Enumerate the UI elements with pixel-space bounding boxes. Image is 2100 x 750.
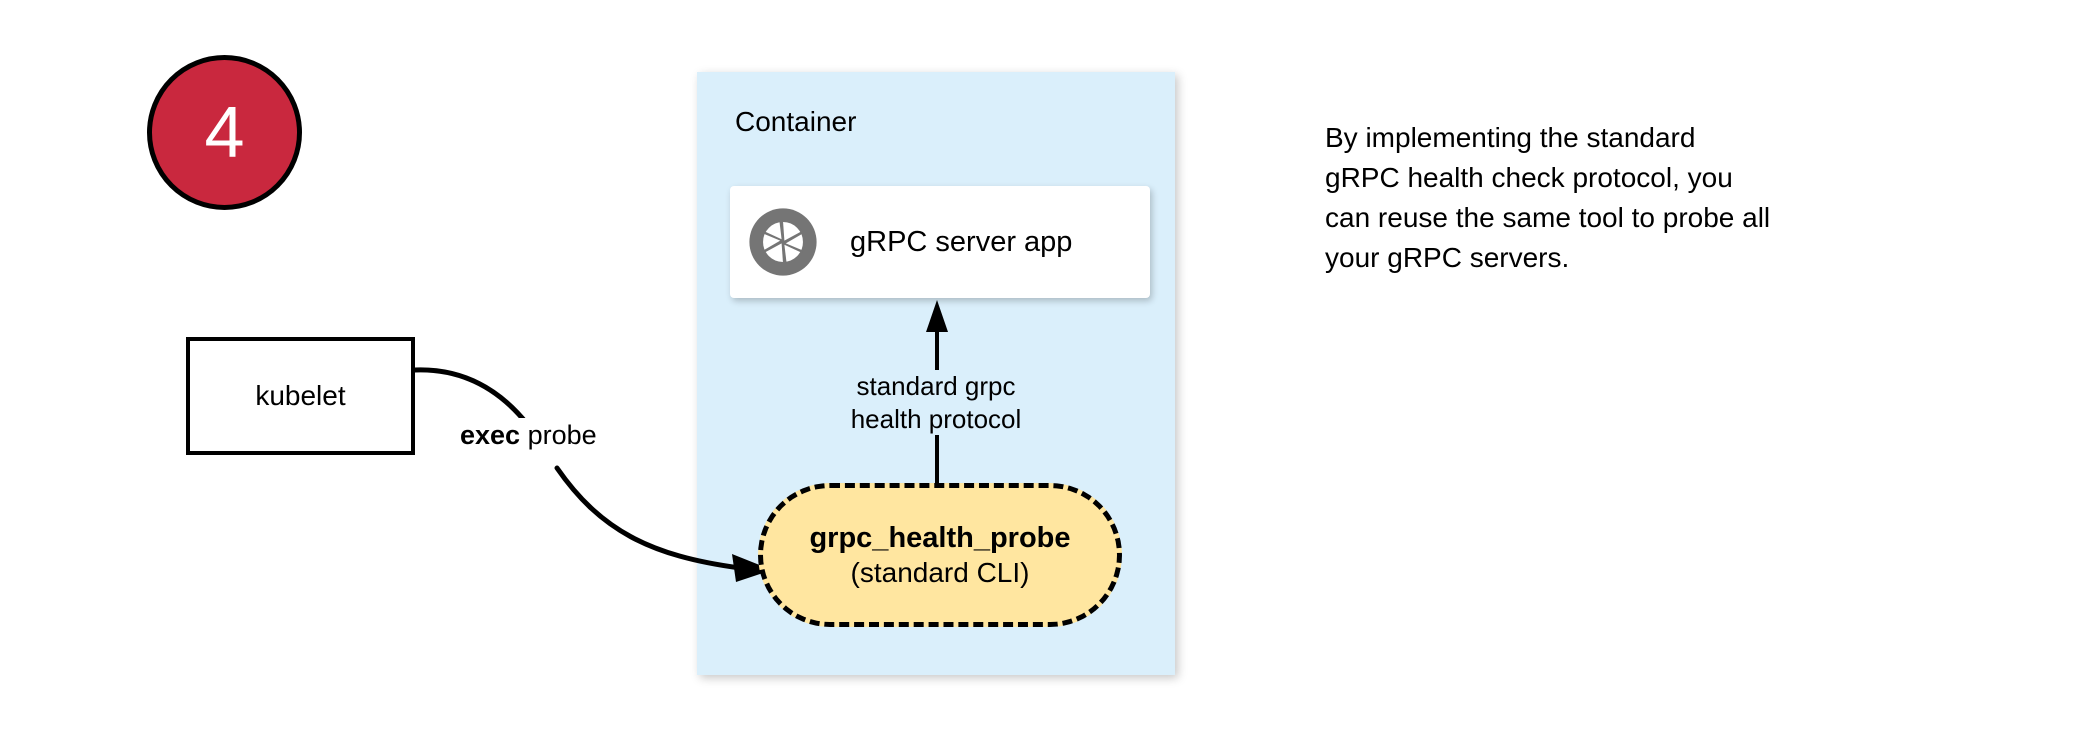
grpc-health-probe-box: grpc_health_probe (standard CLI) <box>758 483 1122 627</box>
exec-probe-strong-label: exec <box>460 420 521 450</box>
exec-probe-rest-label: probe <box>520 420 597 450</box>
grpc-server-app-card: gRPC server app <box>730 186 1150 298</box>
step-number-label: 4 <box>204 92 245 173</box>
grpc-health-probe-subtitle: (standard CLI) <box>850 557 1030 589</box>
annotation-line2: gRPC health check protocol, you <box>1325 162 1733 194</box>
step-number-badge: 4 <box>147 55 302 210</box>
annotation-line4: your gRPC servers. <box>1325 242 1570 274</box>
annotation-line3: can reuse the same tool to probe all <box>1325 202 1771 234</box>
grpc-server-app-label: gRPC server app <box>850 225 1073 258</box>
protocol-arrow <box>926 300 948 498</box>
annotation-line1: By implementing the standard <box>1325 122 1696 153</box>
annotation-text: By implementing the standard gRPC health… <box>1325 118 1945 278</box>
exec-probe-label: exec probe <box>455 418 602 453</box>
kubelet-label: kubelet <box>255 380 346 411</box>
grpc-health-probe-title: grpc_health_probe <box>809 521 1071 554</box>
kubelet-box: kubelet <box>186 337 415 455</box>
grpc-aperture-icon <box>749 208 817 276</box>
exec-probe-arrow <box>412 367 772 582</box>
container-label: Container <box>735 106 857 137</box>
